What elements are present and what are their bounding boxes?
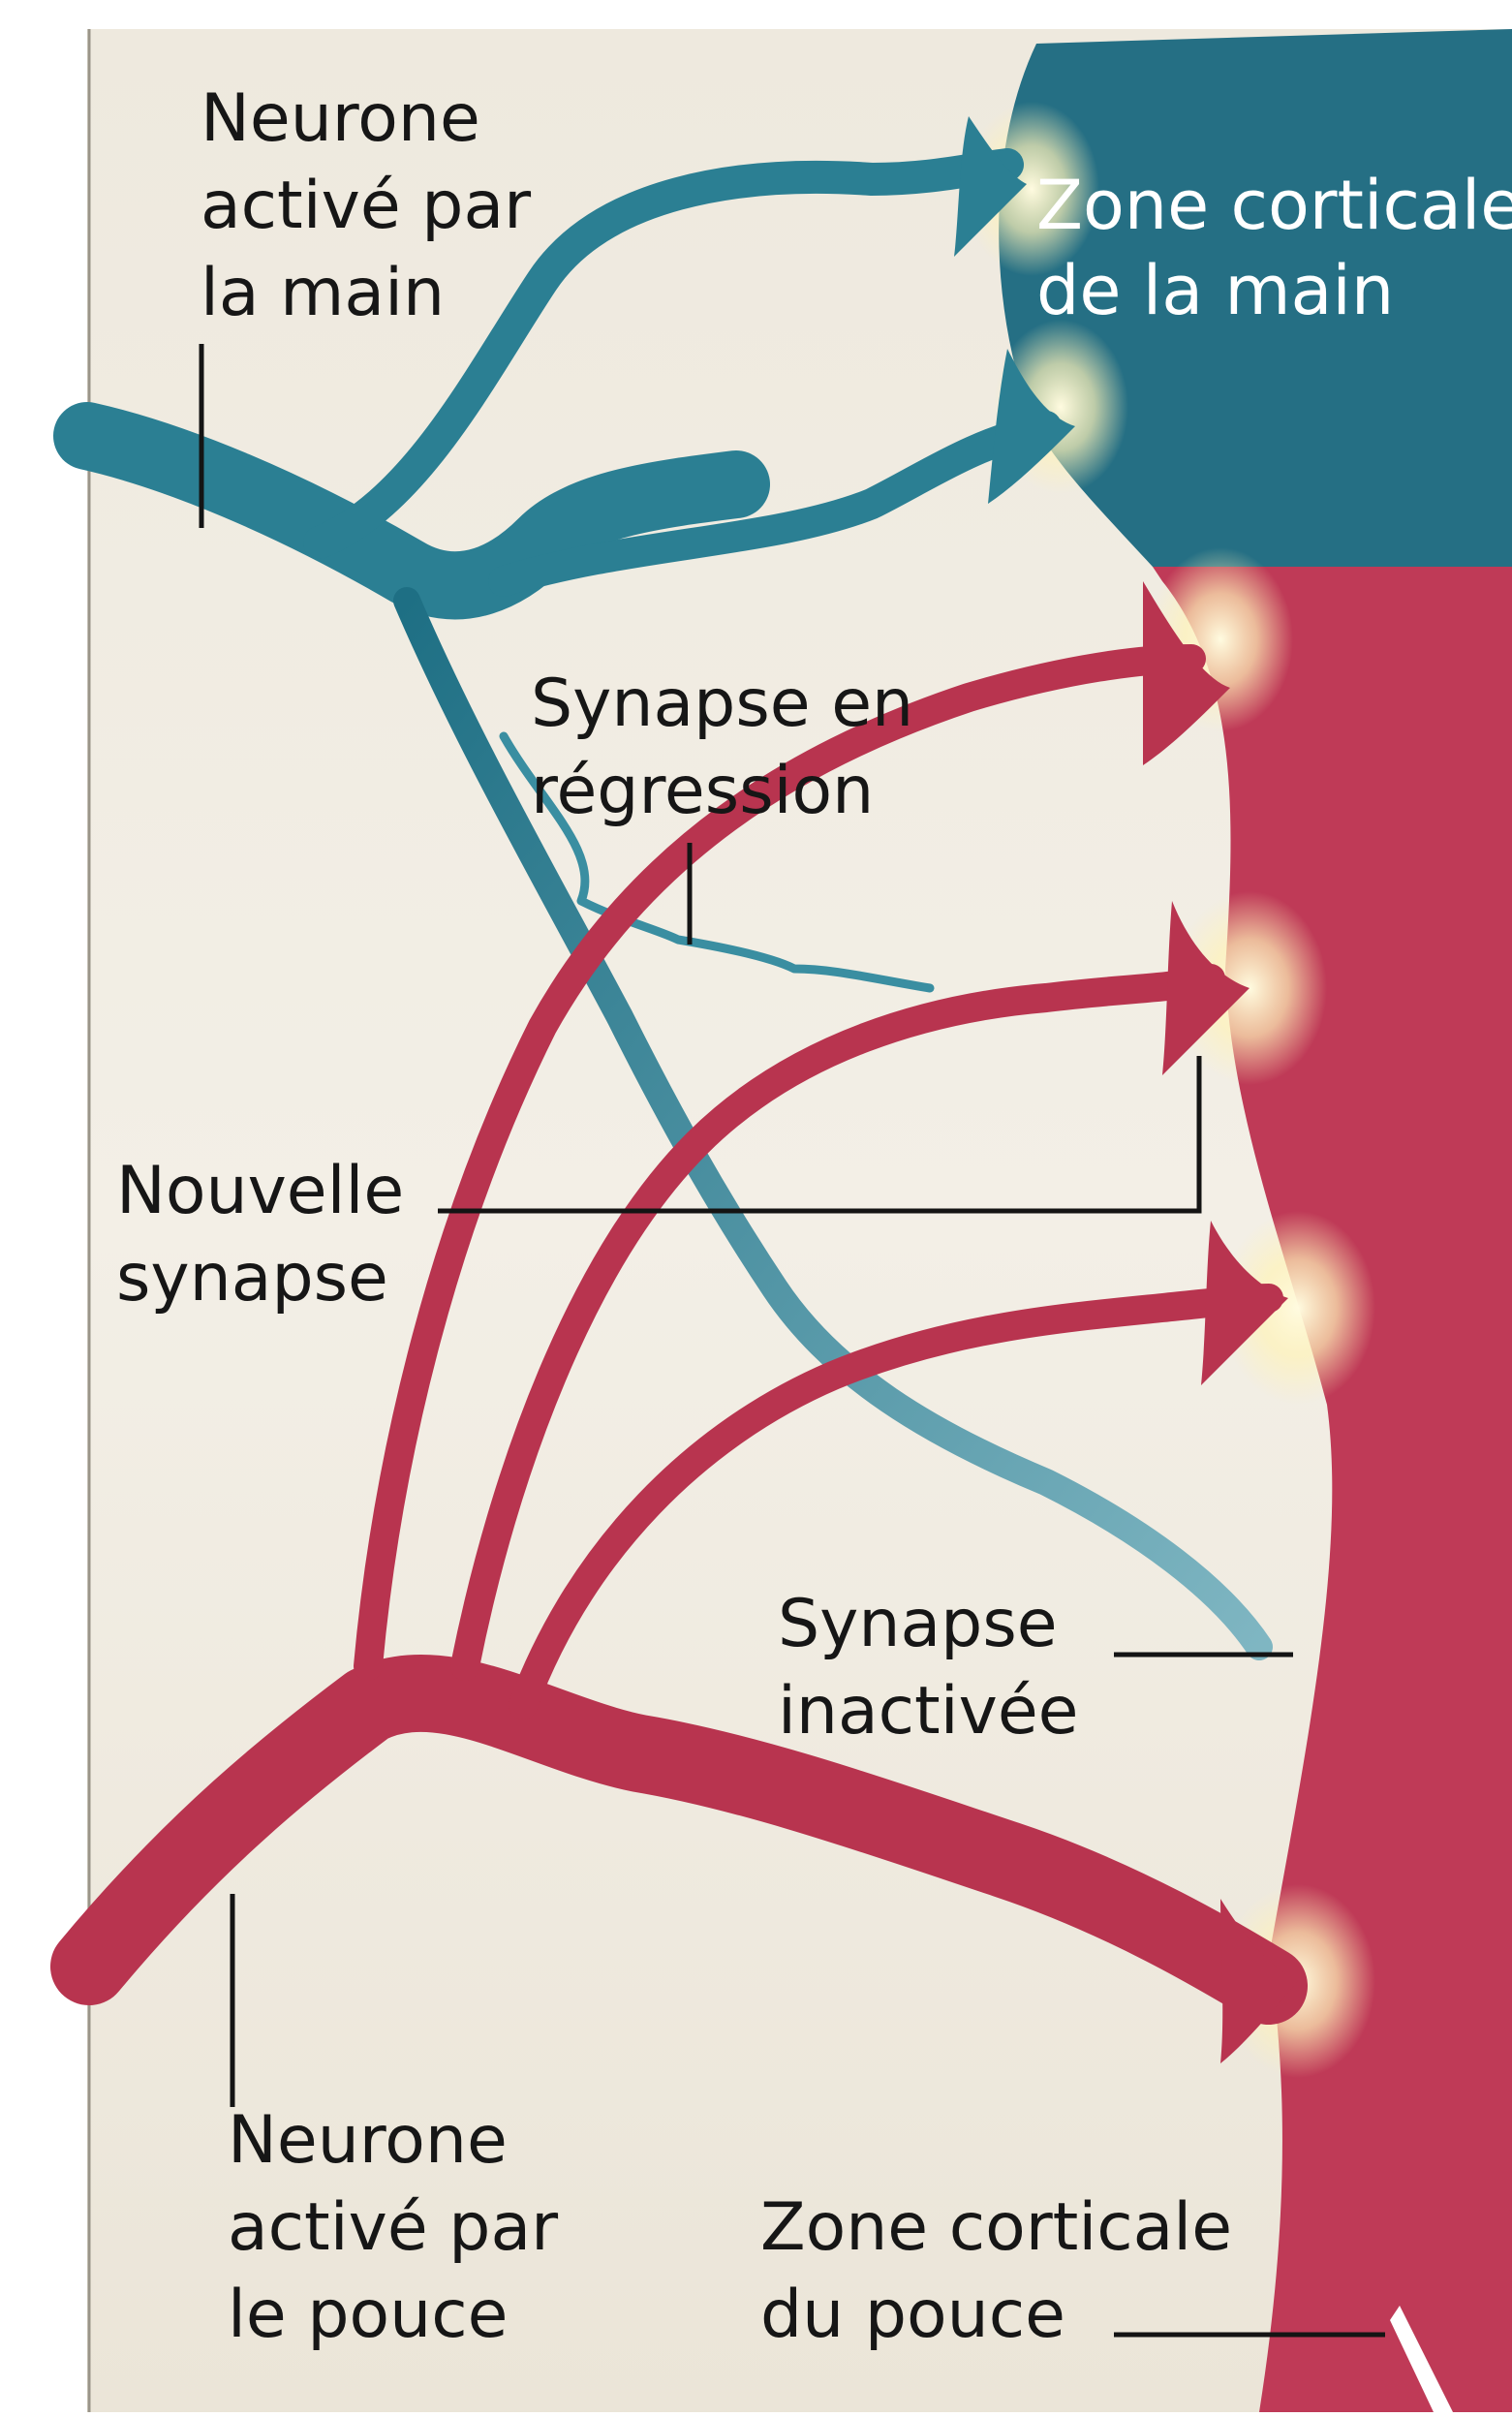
label-thumb-zone-line: du pouce [760,2272,1232,2359]
label-inactivated-synapse-line: Synapse [778,1581,1079,1668]
label-hand-neuron-line: activé par [201,163,531,250]
label-inactivated-synapse-line: inactivée [778,1668,1079,1755]
label-new-synapse-line: synapse [116,1235,404,1322]
label-thumb-zone: Zone corticale du pouce [760,2185,1232,2359]
label-regressing-synapse-line: Synapse en [531,661,913,748]
label-thumb-neuron-line: Neurone [228,2097,558,2185]
label-hand-zone-line: Zone corticale [1036,163,1512,248]
label-thumb-zone-line: Zone corticale [760,2185,1232,2272]
label-hand-zone: Zone corticale de la main [1036,163,1512,333]
label-new-synapse-line: Nouvelle [116,1148,404,1235]
label-hand-neuron-line: la main [201,250,531,337]
label-regressing-synapse-line: régression [531,748,913,835]
label-hand-zone-line: de la main [1036,248,1512,333]
label-hand-neuron: Neurone activé par la main [201,76,531,337]
label-hand-neuron-line: Neurone [201,76,531,163]
label-thumb-neuron: Neurone activé par le pouce [228,2097,558,2359]
label-thumb-neuron-line: le pouce [228,2272,558,2359]
label-thumb-neuron-line: activé par [228,2185,558,2272]
label-new-synapse: Nouvelle synapse [116,1148,404,1322]
label-regressing-synapse: Synapse en régression [531,661,913,835]
label-inactivated-synapse: Synapse inactivée [778,1581,1079,1755]
